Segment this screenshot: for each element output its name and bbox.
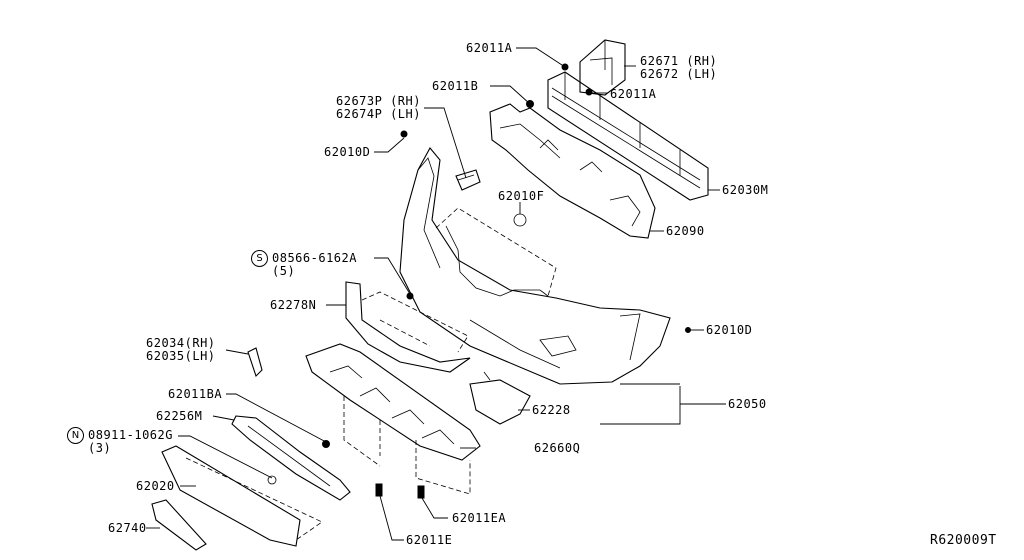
- label-62011b: 62011B: [432, 79, 479, 93]
- fasteners: [322, 63, 691, 499]
- label-62020: 62020: [136, 479, 175, 493]
- bumper-fascia-62050: [399, 147, 671, 385]
- harness-outline: [435, 207, 557, 297]
- under-cover-62278n: [345, 281, 471, 373]
- label-62034-rh: 62034(RH): [146, 336, 216, 350]
- energy-absorber-62090: [489, 103, 656, 239]
- leader-lines: [146, 47, 726, 541]
- label-62673p-rh: 62673P (RH): [336, 94, 421, 108]
- label-62672-lh: 62672 (LH): [640, 67, 718, 81]
- label-62010d-left: 62010D: [324, 145, 371, 159]
- lower-grille-62020: [161, 445, 323, 547]
- side-bracket-62673p: [455, 169, 481, 191]
- label-62011ba: 62011BA: [168, 387, 223, 401]
- label-08911-1062g: 08911-1062G: [88, 428, 173, 442]
- foam-62256m: [231, 415, 351, 501]
- label-62090: 62090: [666, 224, 705, 238]
- label-62674p-lh: 62674P (LH): [336, 107, 421, 121]
- screw-symbol: S: [251, 250, 268, 267]
- label-62011ea: 62011EA: [452, 511, 507, 525]
- reference-code: R620009T: [930, 533, 997, 548]
- label-62660q: 62660Q: [534, 441, 581, 455]
- label-62011a-right: 62011A: [610, 87, 657, 101]
- label-62228: 62228: [532, 403, 571, 417]
- nut-symbol: N: [67, 427, 84, 444]
- label-08566-6162a: 08566-6162A: [272, 251, 357, 265]
- label-08911-qty: (3): [88, 441, 112, 455]
- under-cover-62660q: [305, 343, 481, 495]
- bracket-62671-62672: [579, 39, 626, 96]
- bumper-reinforcement-62030m: [547, 71, 709, 201]
- splash-shield-62228: [469, 371, 531, 425]
- fog-lamp-trim-62034: [247, 347, 263, 378]
- label-62011a-top: 62011A: [466, 41, 513, 55]
- label-62035-lh: 62035(LH): [146, 349, 216, 363]
- label-62010f: 62010F: [498, 189, 545, 203]
- label-62278n: 62278N: [270, 298, 317, 312]
- label-62030m: 62030M: [722, 183, 769, 197]
- license-bracket-62740: [151, 499, 207, 551]
- label-08566-qty: (5): [272, 264, 296, 278]
- label-62671-rh: 62671 (RH): [640, 54, 718, 68]
- label-62011e: 62011E: [406, 533, 453, 547]
- label-62050: 62050: [728, 397, 767, 411]
- label-62256m: 62256M: [156, 409, 203, 423]
- label-62740: 62740: [108, 521, 147, 535]
- label-62010d-right: 62010D: [706, 323, 753, 337]
